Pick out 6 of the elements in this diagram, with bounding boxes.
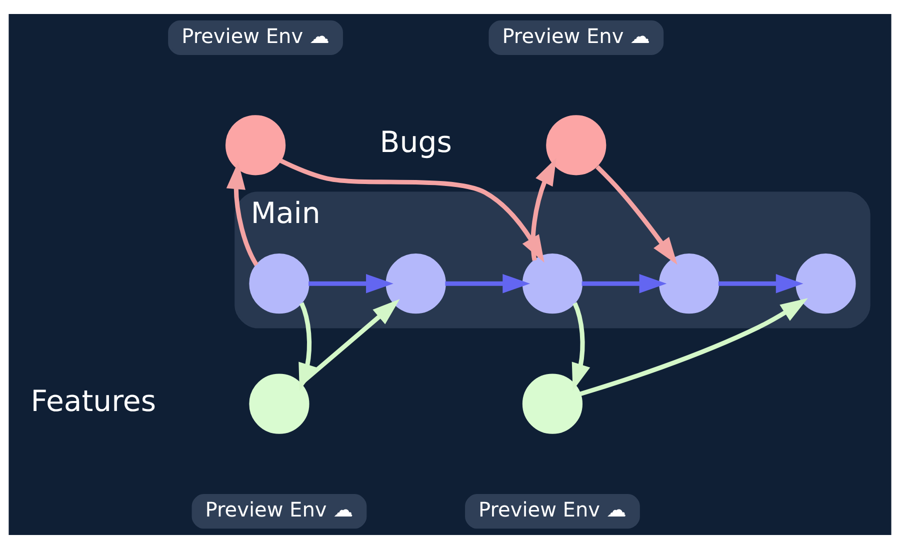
label: Bugs xyxy=(380,125,452,160)
node-label: Preview Env ☁ xyxy=(502,24,650,48)
label: Features xyxy=(30,384,156,418)
node-label: Preview Env ☁ xyxy=(478,497,626,522)
node-label: Preview Env ☁ xyxy=(182,24,330,48)
node-label: Preview Env ☁ xyxy=(205,497,354,522)
